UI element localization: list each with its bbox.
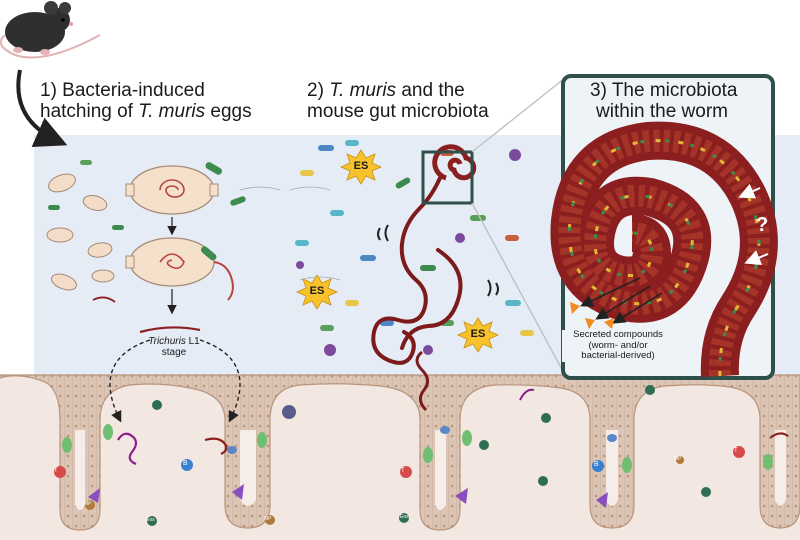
- t-cell-label-3: T: [734, 448, 738, 454]
- panel1-title: 1) Bacteria-induced hatching of T. muris…: [40, 80, 252, 122]
- panel2-title-line1-italic: T. muris: [329, 80, 397, 101]
- secreted-line1: Secreted compounds: [573, 329, 663, 340]
- es-burst-3: [457, 317, 499, 353]
- secretion-arrow-2: [595, 285, 651, 320]
- larva-worm: [139, 326, 201, 334]
- zoom-box: [421, 150, 474, 205]
- panel2-title-line1-pre: 2): [307, 80, 330, 101]
- eggs-group: [46, 165, 234, 315]
- panel1-title-line2-italic: T. muris: [138, 101, 206, 122]
- panel3-title-line2: within the worm: [596, 101, 728, 122]
- immune-cells: [54, 385, 745, 526]
- larva-label-italic: Trichuris: [148, 336, 186, 347]
- motion-marks-2: [487, 279, 499, 297]
- panel2-title-line2: mouse gut microbiota: [307, 101, 489, 122]
- infection-arrow: [16, 69, 68, 147]
- larva-label-line1: Trichuris L1: [133, 336, 215, 347]
- panel2-title-line1: 2) T. muris and the: [307, 80, 489, 101]
- es-label-2: ES: [309, 285, 325, 297]
- panel2-title: 2) T. muris and the mouse gut microbiota: [307, 80, 489, 122]
- larva-label: Trichuris L1 stage: [133, 336, 215, 358]
- panel1-title-line1: 1) Bacteria-induced: [40, 80, 205, 101]
- larva-arrow-left: [109, 339, 151, 423]
- larva-arrow-right: [199, 339, 241, 423]
- mp-cell-label-2: MP: [264, 516, 272, 522]
- villi-epithelium: [0, 374, 800, 531]
- worm-body: [371, 176, 463, 365]
- secreted-triangles: [570, 302, 614, 329]
- b-cell-label-2: B: [594, 461, 599, 468]
- panel1-title-line2: hatching of T. muris eggs: [40, 101, 252, 122]
- larva-label-suffix: L1: [185, 336, 200, 347]
- panel1-title-line2-pre: hatching of: [40, 101, 139, 122]
- motion-marks-1: [377, 224, 389, 242]
- inflow-arrow-1: [738, 183, 761, 199]
- es-label-1: ES: [353, 160, 369, 172]
- panel3-title-line1: 3) The microbiota: [590, 80, 738, 101]
- b-cell-label: B: [183, 460, 188, 467]
- epithelial-cells: [62, 424, 773, 508]
- gut-tissue: [0, 375, 800, 540]
- secreted-line2: (worm- and/or: [588, 339, 648, 351]
- secretion-arrow-1: [580, 277, 641, 307]
- question-mark: ?: [756, 214, 769, 236]
- eos-cell-label-1: Eos: [400, 514, 409, 520]
- secreted-compounds-label: Secreted compounds (worm- and/or bacteri…: [562, 329, 674, 362]
- mp-cell-label-1: MP: [84, 501, 92, 507]
- es-burst-1: [340, 149, 382, 185]
- lamina-propria: [75, 430, 786, 510]
- t-cell-label-2: T: [401, 468, 405, 474]
- larva-label-stage: stage: [161, 347, 187, 358]
- es-burst-2: [296, 274, 338, 310]
- panel1-title-line2-post: eggs: [205, 101, 252, 122]
- mouse-illustration: [0, 1, 101, 59]
- secreted-line3: bacterial-derived): [581, 350, 655, 361]
- panel3-title: 3) The microbiota within the worm: [590, 80, 738, 122]
- t-cell-label-1: T: [54, 468, 58, 474]
- secretion-arrow-3: [612, 292, 663, 324]
- inflow-arrow-2: [744, 250, 769, 265]
- eos-cell-label-2: Eos: [146, 517, 155, 523]
- panel2-title-line1-post: and the: [396, 80, 465, 101]
- mp-cell-label-3: MP: [674, 456, 682, 462]
- inset-worm: [550, 121, 778, 377]
- es-label-3: ES: [470, 328, 486, 340]
